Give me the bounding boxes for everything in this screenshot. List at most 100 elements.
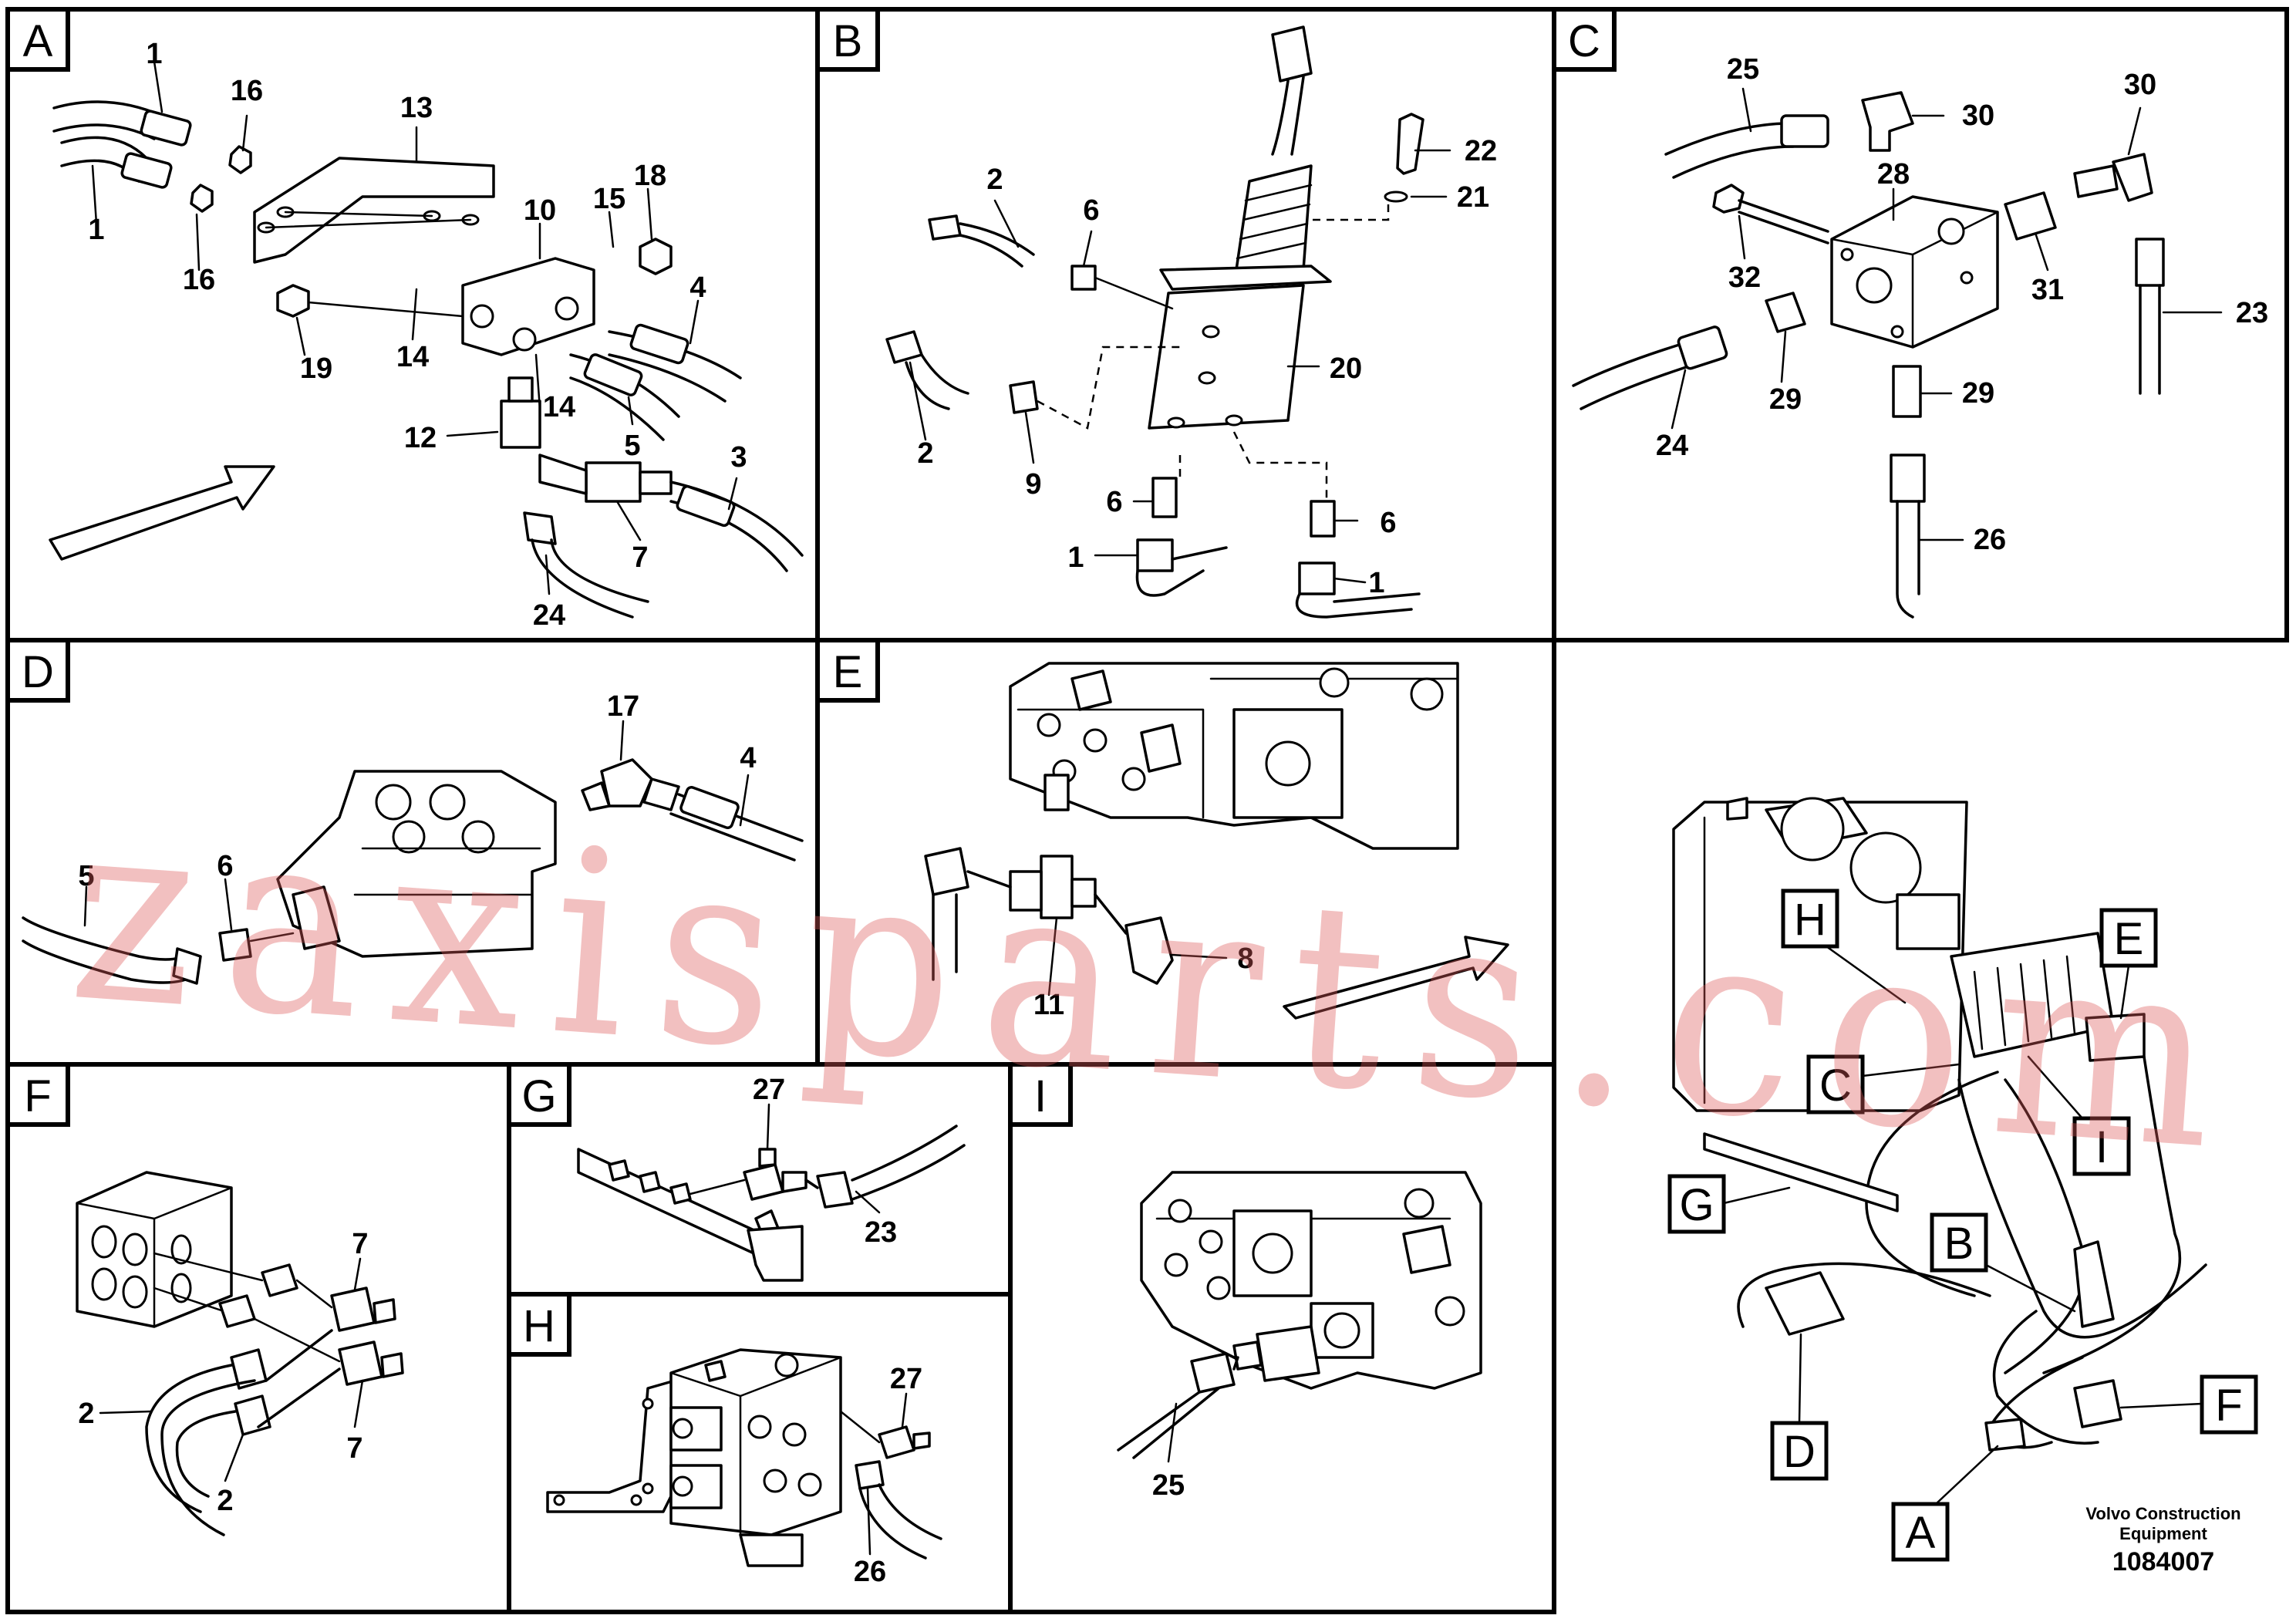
- overview-label-e: E: [2099, 908, 2158, 1020]
- panel-a-drawing: 1 1 16 16 13 10 15 18 19 14 14 4 12 5 3 …: [49, 38, 804, 632]
- callout-a-3: 3: [730, 441, 747, 474]
- panel-g-letter: G: [507, 1062, 571, 1127]
- callout-c-24: 24: [1656, 430, 1688, 462]
- doc-number: 1084007: [2112, 1547, 2214, 1576]
- panel-f-frame: [5, 1062, 511, 1614]
- brand-line-1: Volvo Construction: [2085, 1504, 2240, 1523]
- callout-g-23: 23: [865, 1216, 897, 1249]
- callout-a-10: 10: [524, 194, 556, 227]
- svg-text:A: A: [23, 16, 53, 66]
- callout-h-26: 26: [854, 1556, 886, 1588]
- callout-c-25: 25: [1727, 53, 1759, 86]
- callout-a-14-right: 14: [543, 391, 575, 423]
- callout-c-32: 32: [1728, 261, 1761, 294]
- callout-a-4: 4: [689, 271, 706, 304]
- panel-b-letter: B: [815, 7, 880, 72]
- panel-i-frame: [1008, 1062, 1556, 1614]
- svg-text:H: H: [523, 1301, 555, 1351]
- callout-b-9: 9: [1025, 468, 1041, 501]
- panel-e-drawing: 8 11: [924, 662, 1509, 1021]
- callout-b-21: 21: [1457, 181, 1489, 214]
- callout-a-19: 19: [300, 352, 332, 385]
- panel-i-letter: I: [1008, 1062, 1073, 1127]
- overview-label-c: C: [1806, 1054, 1961, 1114]
- panel-b-drawing: 2 6 22 21 20 2 9 6 6 1 1: [885, 25, 1497, 619]
- overview-label-a: A: [1891, 1445, 1999, 1562]
- svg-text:D: D: [22, 647, 54, 697]
- callout-b-6-right: 6: [1380, 507, 1396, 539]
- svg-text:C: C: [1568, 16, 1600, 66]
- callout-a-16-bottom: 16: [183, 264, 215, 296]
- callout-a-1-top: 1: [146, 38, 162, 70]
- panel-d-letter: D: [5, 638, 70, 703]
- panel-a-letter: A: [5, 7, 70, 72]
- callout-b-6-top: 6: [1083, 194, 1099, 227]
- callout-c-30-right: 30: [2124, 69, 2156, 101]
- callout-a-1-left: 1: [88, 214, 104, 246]
- callout-i-25: 25: [1152, 1469, 1185, 1502]
- callout-c-26: 26: [1974, 524, 2006, 556]
- panel-frames: [5, 7, 2289, 1614]
- overview-label-d: D: [1770, 1333, 1829, 1481]
- callout-c-29-left: 29: [1769, 383, 1802, 416]
- panel-c-drawing: 25 30 30 28 32 31 23 24 29 29 26: [1572, 53, 2268, 619]
- svg-text:A: A: [1906, 1508, 1936, 1558]
- callout-b-2-lower: 2: [917, 437, 933, 470]
- panel-c-letter: C: [1552, 7, 1617, 72]
- callout-b-1-right: 1: [1368, 567, 1384, 599]
- callout-e-11: 11: [1033, 989, 1064, 1021]
- overview-drawing: H E C I G B F: [1667, 797, 2258, 1562]
- callout-b-2-top: 2: [986, 164, 1003, 196]
- panel-letters: A B C D E F G H: [5, 7, 1617, 1357]
- callout-e-8: 8: [1237, 943, 1253, 975]
- callout-c-30-left: 30: [1962, 99, 1994, 132]
- panel-h-drawing: 27 26: [546, 1348, 942, 1588]
- svg-text:F: F: [24, 1071, 51, 1121]
- callout-d-17: 17: [607, 690, 639, 723]
- callout-f-2-bottom: 2: [217, 1485, 233, 1517]
- brand-line-2: Equipment: [2119, 1524, 2207, 1543]
- callout-b-1-left: 1: [1067, 541, 1084, 574]
- svg-text:B: B: [833, 16, 863, 66]
- callout-g-27: 27: [753, 1074, 785, 1106]
- callout-d-5: 5: [78, 860, 94, 892]
- panel-g-drawing: 27 23: [577, 1074, 966, 1282]
- callout-c-28: 28: [1877, 158, 1910, 191]
- callout-c-29-bottom: 29: [1962, 377, 1994, 410]
- panel-d-drawing: 17 4 6 5: [22, 690, 804, 985]
- panel-f-letter: F: [5, 1062, 70, 1127]
- callout-a-16-top: 16: [231, 75, 263, 107]
- callout-a-24: 24: [533, 599, 565, 632]
- svg-text:G: G: [521, 1071, 556, 1121]
- callout-a-5: 5: [624, 430, 640, 462]
- callout-f-7-bottom: 7: [346, 1432, 362, 1465]
- overview-label-h: H: [1781, 889, 1907, 1004]
- panel-e-letter: E: [815, 638, 880, 703]
- overview-label-b: B: [1930, 1212, 2076, 1313]
- callout-f-7-top: 7: [352, 1228, 368, 1260]
- overview-label-g: G: [1667, 1174, 1791, 1234]
- overview-label-i: I: [2027, 1055, 2131, 1176]
- callout-d-6: 6: [217, 850, 233, 882]
- callout-a-7: 7: [632, 541, 648, 574]
- callout-a-13: 13: [400, 92, 433, 124]
- callout-a-15: 15: [593, 183, 625, 215]
- callout-b-6-left: 6: [1106, 486, 1122, 518]
- svg-text:I: I: [2095, 1122, 2108, 1172]
- footer: Volvo Construction Equipment 1084007: [2085, 1504, 2240, 1576]
- panel-i-drawing: 25: [1117, 1171, 1482, 1502]
- svg-text:G: G: [1679, 1180, 1714, 1230]
- svg-text:C: C: [1819, 1061, 1852, 1111]
- svg-text:B: B: [1944, 1219, 1974, 1269]
- svg-text:E: E: [2114, 914, 2144, 964]
- callout-a-14-left: 14: [396, 341, 429, 373]
- callout-c-23: 23: [2236, 297, 2268, 329]
- overview-label-f: F: [2119, 1374, 2258, 1435]
- callout-f-2-left: 2: [78, 1398, 94, 1430]
- svg-text:D: D: [1783, 1427, 1816, 1477]
- callout-b-20: 20: [1330, 352, 1362, 385]
- callout-h-27: 27: [890, 1363, 922, 1395]
- callout-c-31: 31: [2031, 274, 2064, 306]
- svg-text:F: F: [2215, 1381, 2242, 1431]
